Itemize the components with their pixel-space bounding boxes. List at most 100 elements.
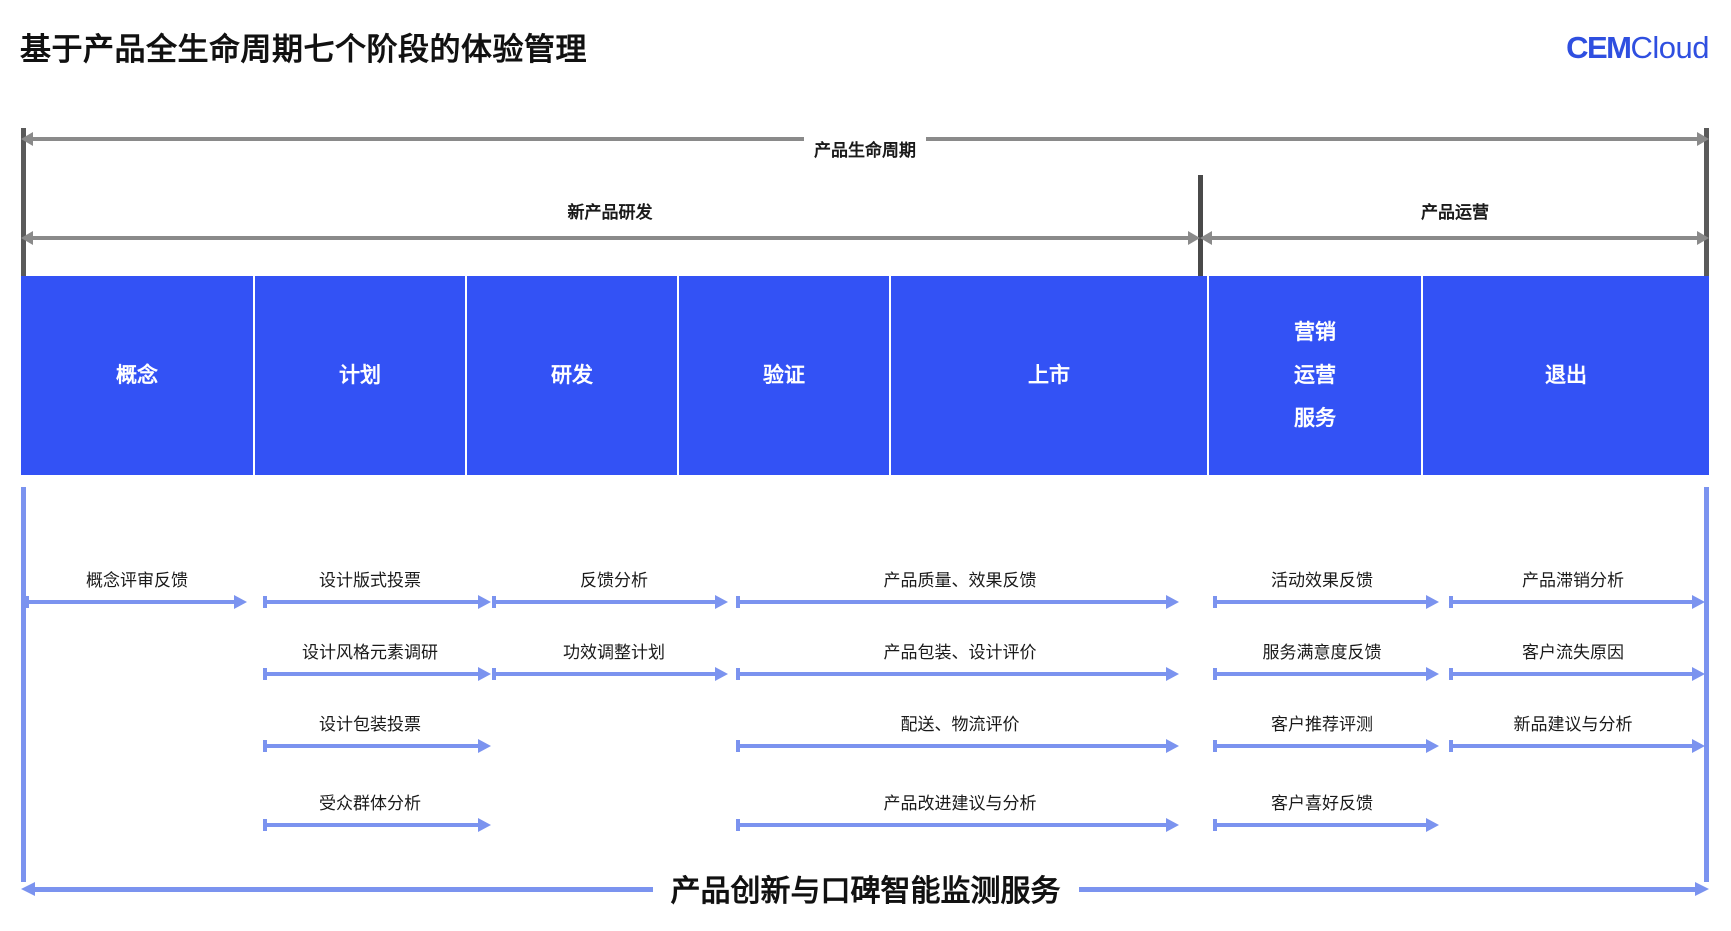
arrow-head-right-icon [478, 595, 491, 609]
touchpoint-arrow-r2c5 [1449, 667, 1705, 681]
touchpoint-arrow-r1c6 [1449, 595, 1705, 609]
stage-block-develop[interactable]: 研发 [467, 276, 679, 475]
arrow-shaft [736, 600, 1168, 604]
touchpoint-arrow-r4c3 [1213, 818, 1439, 832]
touchpoint-label-r2c4: 服务满意度反馈 [1262, 643, 1382, 662]
arrow-shaft [263, 600, 480, 604]
touchpoint-arrow-r1c2 [263, 595, 491, 609]
touchpoint-label-r3c3: 客户推荐评测 [1271, 715, 1373, 734]
stage-block-exit[interactable]: 退出 [1423, 276, 1709, 475]
arrow-shaft [1213, 823, 1428, 827]
arrow-head-right-icon [1697, 132, 1709, 146]
stage-label-3: 服务 [1294, 407, 1336, 430]
phase-arrow-ops [1200, 231, 1709, 245]
touchpoint-arrow-r3c2 [736, 739, 1179, 753]
touchpoint-arrow-r2c4 [1213, 667, 1439, 681]
touchpoint-label-r4c3: 客户喜好反馈 [1271, 794, 1373, 813]
stage-label: 概念 [116, 364, 158, 387]
touchpoint-label-r3c2: 配送、物流评价 [900, 715, 1020, 734]
phase-label-ops: 产品运营 [1411, 198, 1499, 223]
touchpoint-label-r1c2: 设计版式投票 [319, 571, 421, 590]
touchpoint-label-r4c2: 产品改进建议与分析 [883, 794, 1037, 813]
arrow-shaft [1213, 672, 1428, 676]
arrow-head-right-icon [1166, 667, 1179, 681]
summary-label: 产品创新与口碑智能监测服务 [652, 866, 1079, 910]
arrow-head-right-icon [1697, 231, 1709, 245]
arrow-shaft [736, 672, 1168, 676]
arrow-head-right-icon [1166, 739, 1179, 753]
touchpoint-arrow-r3c1 [263, 739, 491, 753]
touchpoint-label-r1c4: 产品质量、效果反馈 [883, 571, 1037, 590]
arrow-shaft [1213, 744, 1428, 748]
arrow-head-right-icon [1692, 667, 1705, 681]
arrow-head-right-icon [1166, 818, 1179, 832]
arrow-head-left-icon [21, 882, 35, 896]
stage-label: 退出 [1545, 364, 1587, 387]
arrow-shaft [263, 823, 480, 827]
stage-blocks: 概念 计划 研发 验证 上市 营销 运营 服务 退出 [21, 276, 1709, 475]
touchpoint-label-r2c1: 设计风格元素调研 [302, 643, 438, 662]
arrow-head-right-icon [715, 595, 728, 609]
arrow-head-right-icon [1166, 595, 1179, 609]
arrow-head-right-icon [1692, 739, 1705, 753]
logo-cloud-text: Cloud [1630, 30, 1710, 65]
arrow-shaft [263, 672, 480, 676]
touchpoint-label-r4c1: 受众群体分析 [319, 794, 421, 813]
arrow-head-right-icon [478, 667, 491, 681]
arrow-head-right-icon [478, 818, 491, 832]
arrow-shaft [1210, 236, 1699, 240]
lifecycle-label: 产品生命周期 [804, 136, 926, 161]
touchpoint-arrow-r1c4 [736, 595, 1179, 609]
arrow-head-right-icon [1426, 739, 1439, 753]
arrow-head-right-icon [1426, 818, 1439, 832]
arrow-shaft [492, 600, 717, 604]
touchpoint-left-spine [21, 487, 26, 882]
arrow-shaft [736, 823, 1168, 827]
stage-block-plan[interactable]: 计划 [255, 276, 467, 475]
arrow-shaft [1213, 600, 1428, 604]
stage-block-operate[interactable]: 营销 运营 服务 [1209, 276, 1423, 475]
stage-label: 验证 [763, 364, 805, 387]
arrow-head-right-icon [715, 667, 728, 681]
arrow-head-right-icon [234, 595, 247, 609]
arrow-head-left-icon [21, 132, 33, 146]
arrow-head-right-icon [1695, 882, 1709, 896]
arrow-head-right-icon [1188, 231, 1200, 245]
page-title: 基于产品全生命周期七个阶段的体验管理 [20, 32, 587, 67]
touchpoint-arrow-r2c1 [263, 667, 491, 681]
touchpoint-arrow-r1c3 [492, 595, 728, 609]
stage-block-concept[interactable]: 概念 [21, 276, 255, 475]
touchpoint-label-r3c4: 新品建议与分析 [1513, 715, 1633, 734]
arrow-shaft [492, 672, 717, 676]
arrow-head-right-icon [1426, 595, 1439, 609]
touchpoint-label-r1c6: 产品滞销分析 [1522, 571, 1624, 590]
arrow-shaft [1449, 672, 1694, 676]
touchpoint-label-r2c2: 功效调整计划 [563, 643, 665, 662]
arrow-head-right-icon [478, 739, 491, 753]
arrow-shaft [736, 744, 1168, 748]
stage-label: 计划 [339, 364, 381, 387]
stage-label-1: 营销 [1294, 321, 1336, 344]
touchpoint-arrow-r4c1 [263, 818, 491, 832]
stage-label-2: 运营 [1294, 364, 1336, 387]
stage-label: 研发 [551, 364, 593, 387]
stage-label: 上市 [1028, 364, 1070, 387]
stage-block-validate[interactable]: 验证 [679, 276, 891, 475]
stage-block-launch[interactable]: 上市 [891, 276, 1209, 475]
touchpoint-arrow-r2c3 [736, 667, 1179, 681]
touchpoint-label-r2c3: 产品包装、设计评价 [883, 643, 1037, 662]
arrow-shaft [1449, 600, 1694, 604]
arrow-shaft [263, 744, 480, 748]
touchpoint-label-r1c3: 反馈分析 [580, 571, 648, 590]
touchpoint-label-r1c1: 概念评审反馈 [86, 571, 188, 590]
lifecycle-left-spine [21, 128, 26, 288]
touchpoint-arrow-r4c2 [736, 818, 1179, 832]
touchpoint-label-r3c1: 设计包装投票 [319, 715, 421, 734]
arrow-shaft [1449, 744, 1694, 748]
arrow-head-left-icon [21, 231, 33, 245]
touchpoint-label-r2c5: 客户流失原因 [1522, 643, 1624, 662]
phase-label-rnd: 新产品研发 [557, 198, 663, 223]
arrow-head-left-icon [1200, 231, 1212, 245]
